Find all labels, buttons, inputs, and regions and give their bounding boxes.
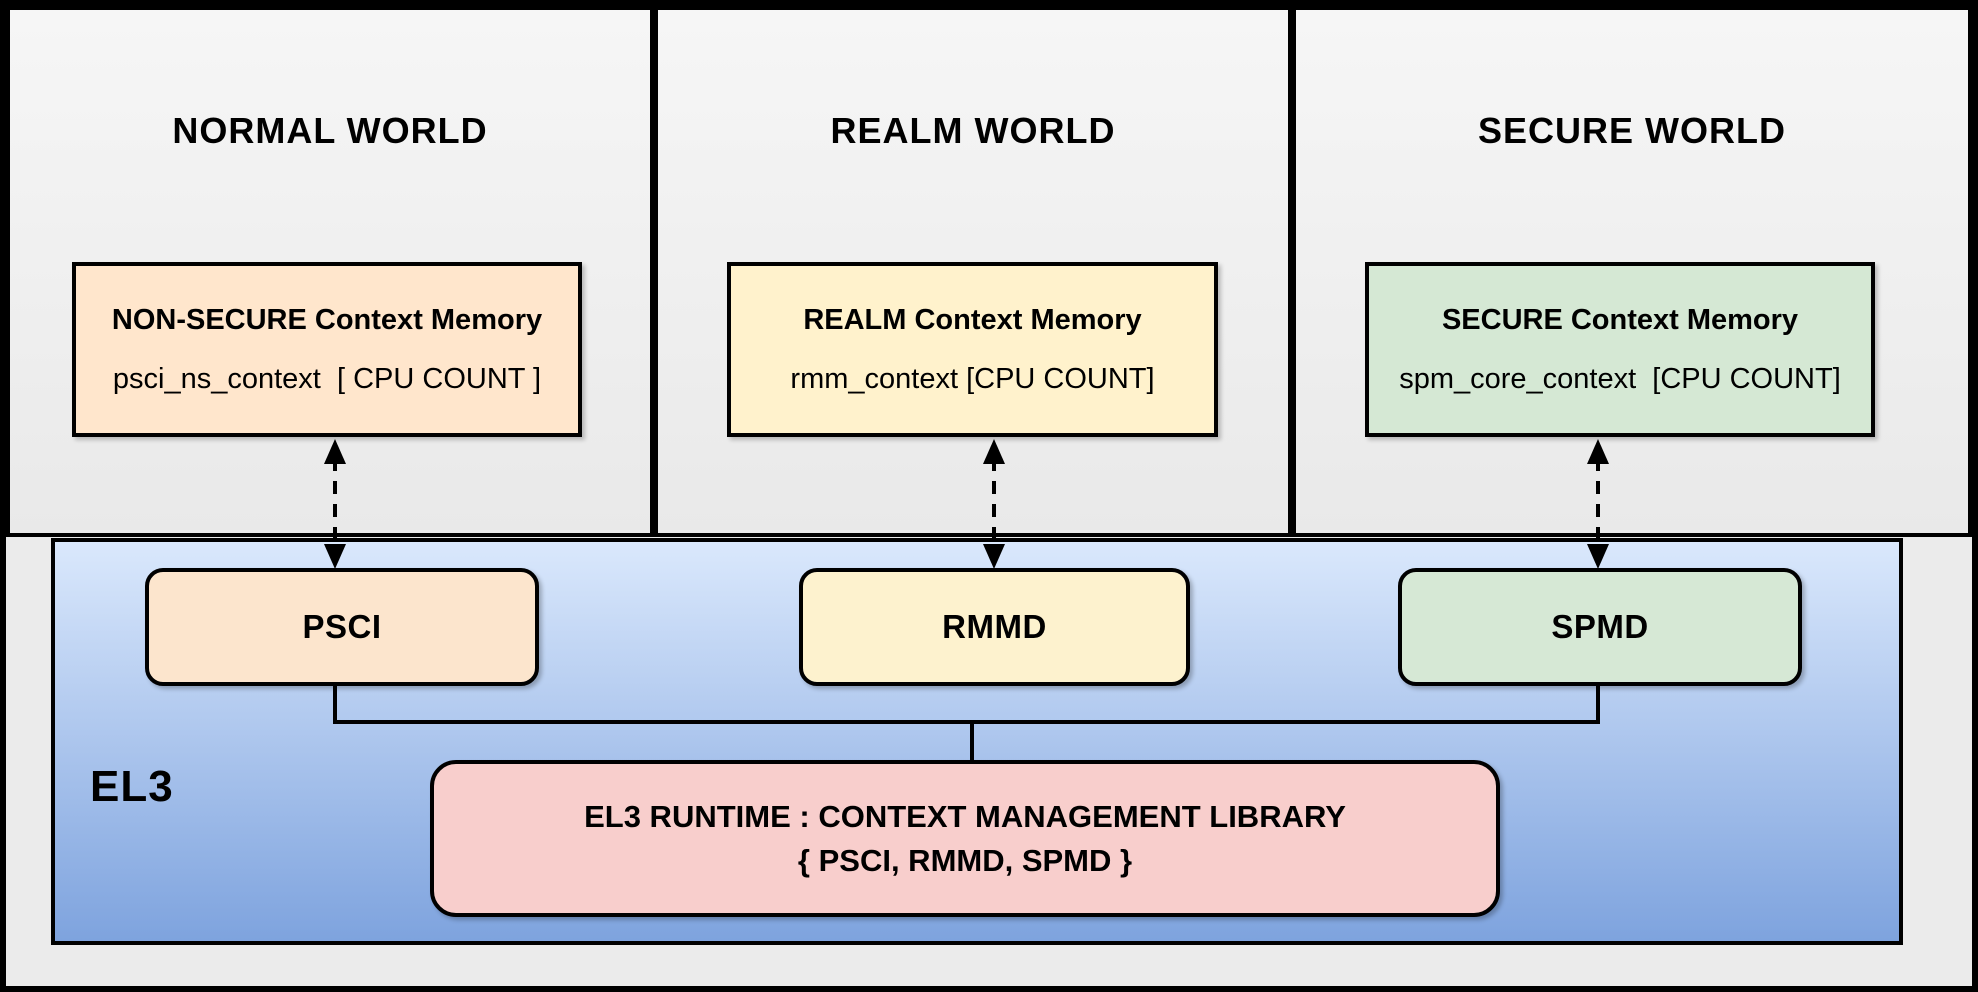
el3-label: EL3 [90,762,174,811]
spmd-node-label: SPMD [1551,608,1649,645]
non-secure-context-memory-box: NON-SECURE Context Memory psci_ns_contex… [72,262,582,437]
secure-context-memory-box: SECURE Context Memory spm_core_context [… [1365,262,1875,437]
non-secure-context-memory-title: NON-SECURE Context Memory [111,303,543,336]
psci-node-label: PSCI [302,608,382,645]
secure-context-memory-detail: spm_core_context [CPU COUNT] [1399,362,1841,395]
non-secure-context-memory-detail: psci_ns_context [ CPU COUNT ] [112,362,542,395]
realm-world-title: REALM WORLD [830,110,1116,151]
secure-context-memory-title: SECURE Context Memory [1441,303,1799,336]
rmmd-node: RMMD [799,568,1190,686]
realm-context-memory-detail: rmm_context [CPU COUNT] [790,362,1155,395]
runtime-box-line1: EL3 RUNTIME : CONTEXT MANAGEMENT LIBRARY [584,798,1346,834]
spmd-node: SPMD [1398,568,1802,686]
secure-world-title: SECURE WORLD [1478,110,1786,151]
realm-context-memory-box: REALM Context Memory rmm_context [CPU CO… [727,262,1218,437]
normal-world-title: NORMAL WORLD [172,110,488,151]
realm-context-memory-title: REALM Context Memory [803,303,1142,336]
rmmd-node-label: RMMD [942,608,1047,645]
psci-node: PSCI [145,568,539,686]
el3-runtime-library-box: EL3 RUNTIME : CONTEXT MANAGEMENT LIBRARY… [430,760,1500,917]
runtime-box-line2: { PSCI, RMMD, SPMD } [797,842,1133,878]
